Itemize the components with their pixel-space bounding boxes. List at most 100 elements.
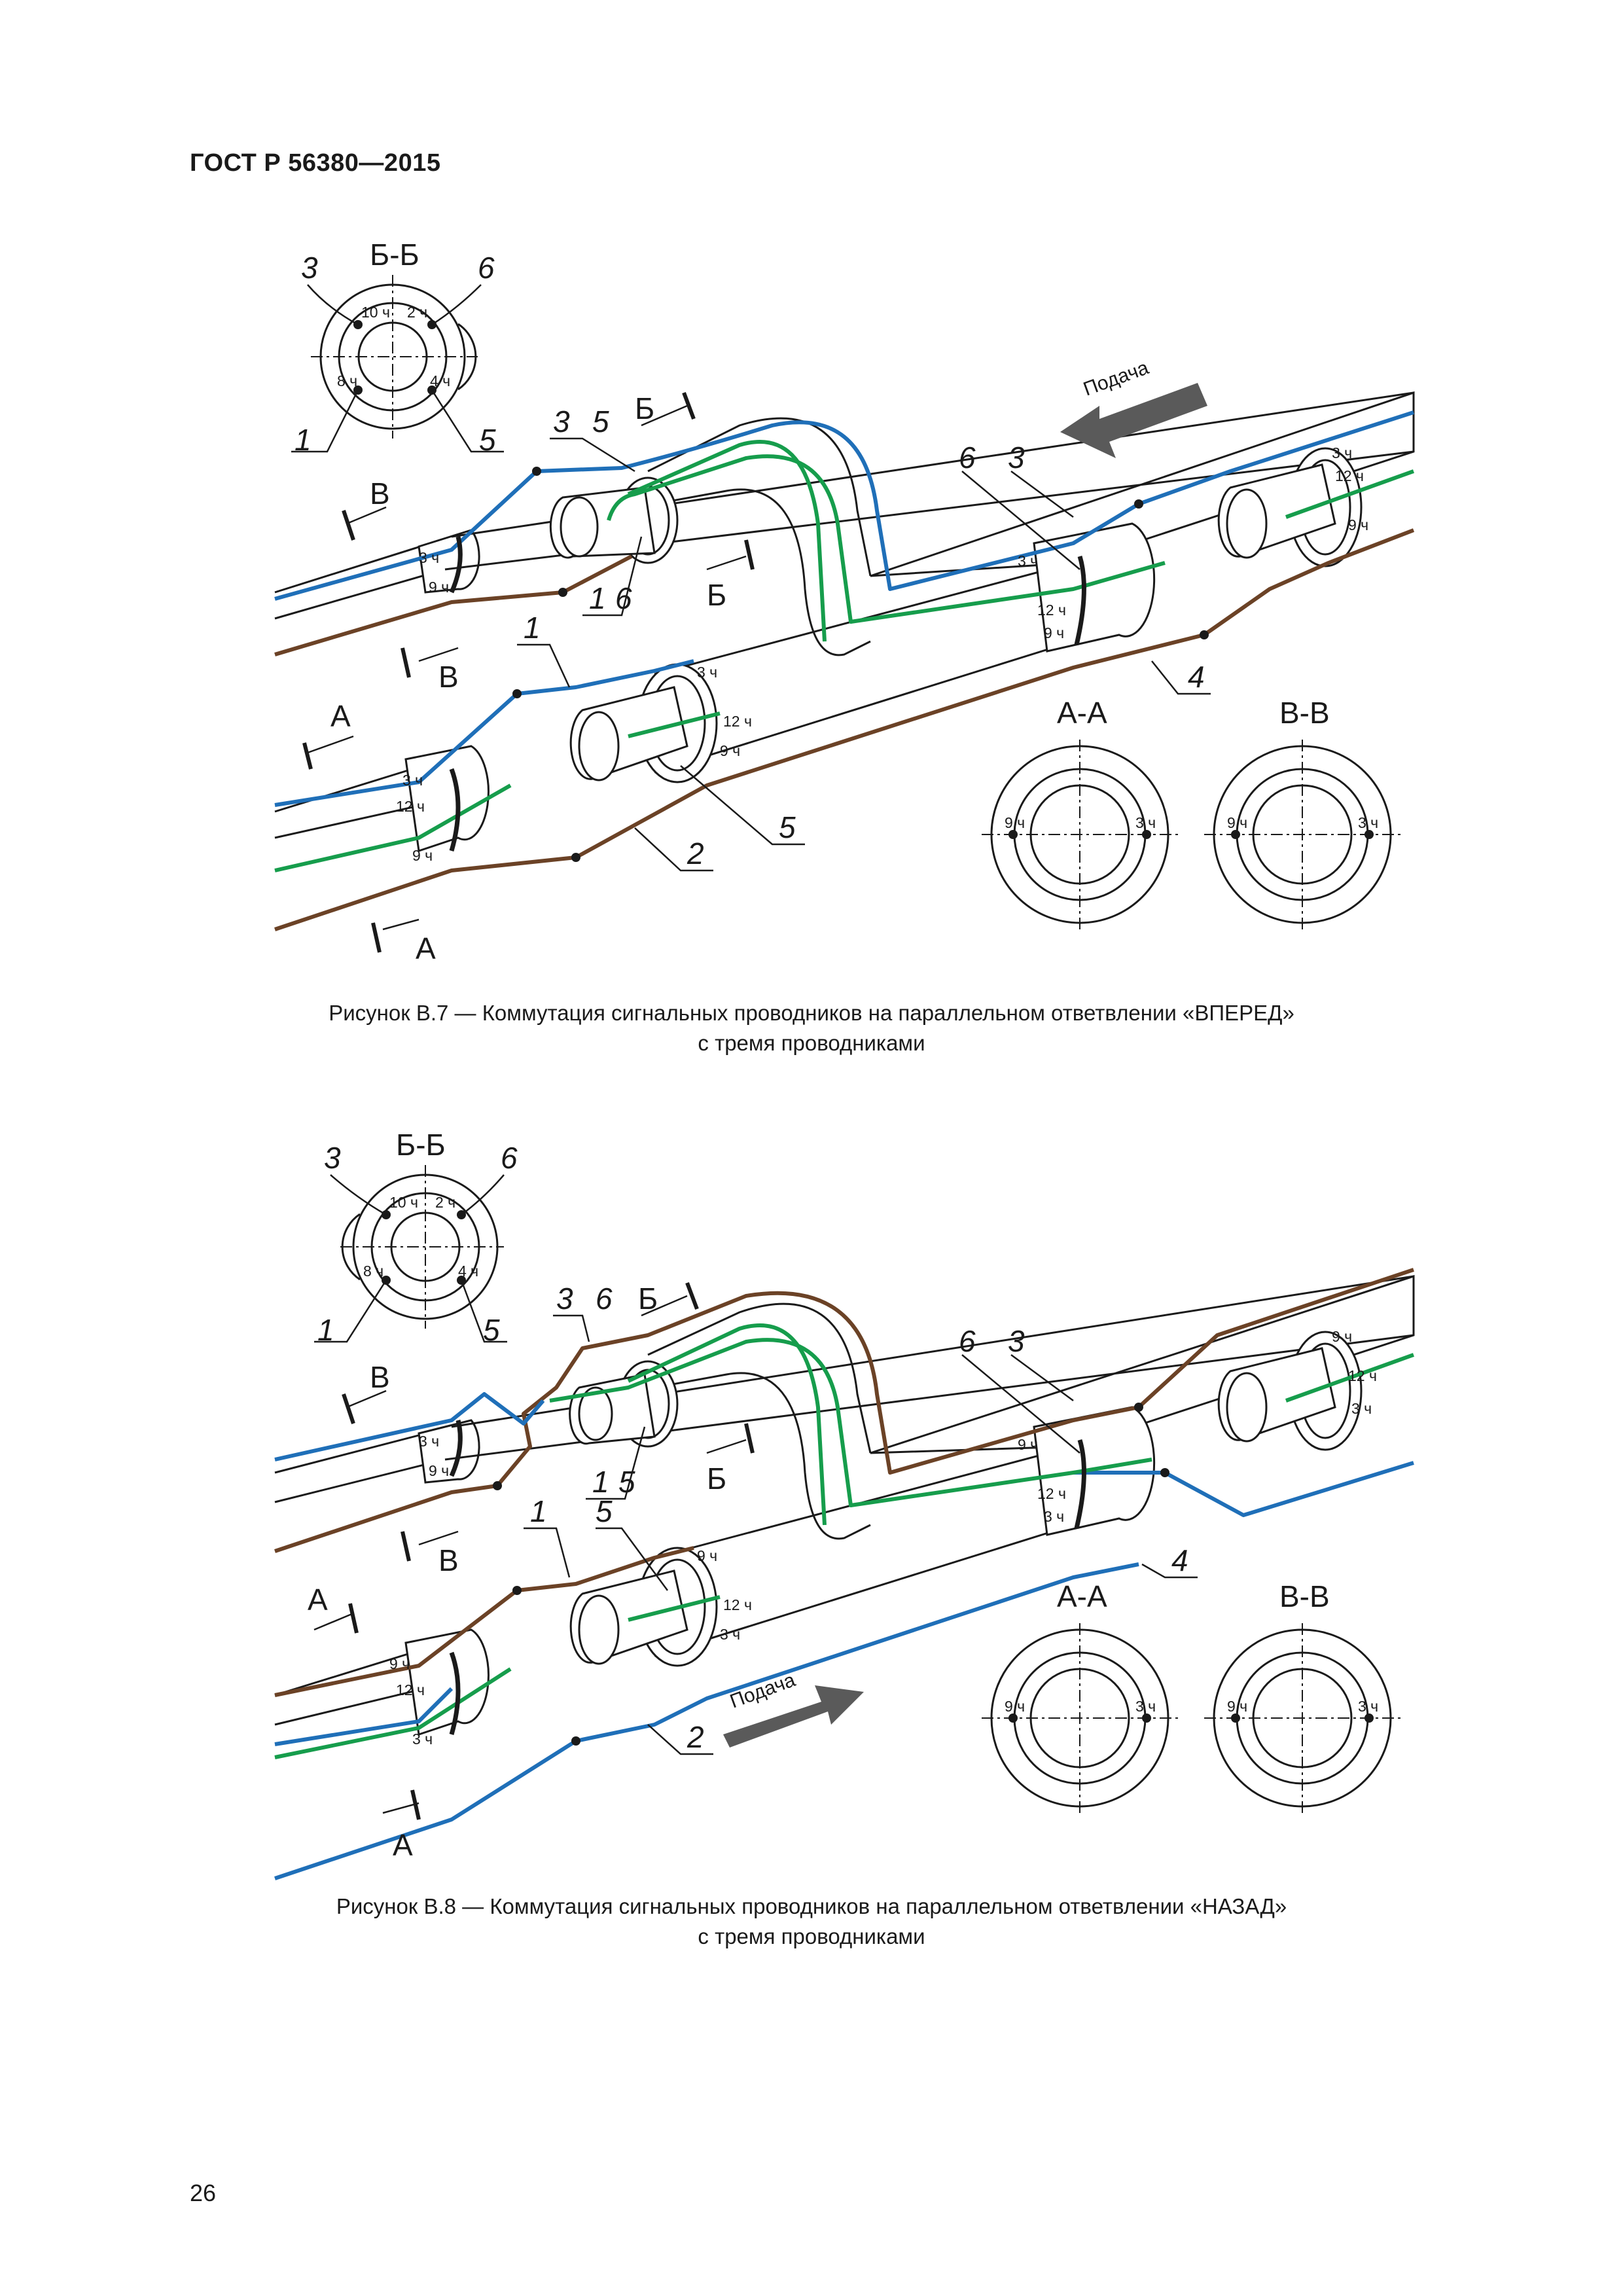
drawing-label: 6 bbox=[959, 440, 976, 475]
drawing-label: Б bbox=[707, 578, 726, 612]
callout-3: 3 bbox=[301, 251, 318, 285]
drawing-label: 12 ч bbox=[1037, 601, 1066, 619]
drawing-label: 9 ч bbox=[1227, 814, 1247, 831]
clock-labels: 3 ч 9 ч 3 ч 12 ч 9 ч 3 ч 12 ч 9 ч 3 ч 12… bbox=[396, 444, 1368, 864]
drawing-label: 3 bbox=[1008, 440, 1025, 475]
section-bb-title: Б-Б bbox=[396, 1128, 446, 1162]
junction-dots bbox=[512, 467, 1209, 862]
drawing-label: 3 bbox=[553, 404, 570, 439]
drawing-label: 3 ч bbox=[412, 1731, 433, 1748]
drawing-callouts: 3 5 1 6 6 3 1 4 5 2 bbox=[517, 404, 1211, 872]
drawing-label: 12 ч bbox=[1037, 1485, 1066, 1502]
callout-6: 6 bbox=[478, 251, 495, 285]
caption-line-1: Рисунок В.7 — Коммутация сигнальных пров… bbox=[329, 1001, 1294, 1025]
drawing-label: 12 ч bbox=[1335, 467, 1364, 484]
drawing-label: В bbox=[438, 660, 459, 694]
drawing-label: 9 ч bbox=[429, 1462, 449, 1479]
drawing-label: 9 ч bbox=[1348, 516, 1368, 533]
section-vv-view: В-В 9 ч 3 ч bbox=[1204, 696, 1400, 929]
drawing-label: 5 bbox=[779, 810, 796, 844]
drawing-label: 3 ч bbox=[1135, 1698, 1156, 1715]
drawing-label: 3 ч bbox=[1332, 444, 1352, 461]
drawing-label: 6 bbox=[501, 1141, 518, 1175]
figure-b7-drawing: 10 ч 2 ч 8 ч 4 ч Б-Б 3 6 1 5 bbox=[274, 238, 1415, 965]
drawing-label: 3 ч bbox=[1358, 1698, 1378, 1715]
branch-loop bbox=[549, 417, 872, 656]
wires bbox=[274, 1268, 1415, 1880]
drawing-label: 3 bbox=[556, 1282, 573, 1316]
drawing-label: 1 bbox=[524, 611, 541, 645]
drawing-label: 3 ч bbox=[1018, 552, 1038, 569]
drawing-label: 4 bbox=[1188, 660, 1205, 694]
drawing-label: В-В bbox=[1279, 1579, 1330, 1613]
clock-10-label: 10 ч bbox=[361, 304, 390, 321]
section-aa-view: А-А 9 ч 3 ч bbox=[982, 696, 1178, 929]
figure-b8-caption: Рисунок В.8 — Коммутация сигнальных пров… bbox=[196, 1892, 1427, 1952]
section-markers: Б Б В В А А bbox=[302, 391, 755, 965]
drawing-label: 9 ч bbox=[1005, 1698, 1025, 1715]
figure-b7: 10 ч 2 ч 8 ч 4 ч Б-Б 3 6 1 5 bbox=[0, 0, 1623, 1080]
caption-line-2: с тремя проводниками bbox=[698, 1031, 925, 1055]
junction-dots bbox=[493, 1403, 1169, 1746]
drawing-label: 10 ч bbox=[389, 1194, 418, 1211]
drawing-label: 12 ч bbox=[1348, 1367, 1377, 1384]
drawing-label: 9 ч bbox=[1018, 1436, 1038, 1453]
drawing-label: А-А bbox=[1057, 1579, 1107, 1613]
drawing-label: 3 ч bbox=[1135, 814, 1156, 831]
drawing-label: 12 ч bbox=[396, 1681, 425, 1698]
caption-line-2: с тремя проводниками bbox=[698, 1924, 925, 1948]
drawing-label: 3 ч bbox=[419, 549, 439, 566]
drawing-label: В-В bbox=[1279, 696, 1330, 730]
section-markers: Б Б В В А А bbox=[308, 1282, 755, 1862]
drawing-label: А bbox=[393, 1828, 413, 1862]
drawing-label: 4 ч bbox=[458, 1263, 478, 1280]
drawing-callouts: 3 6 1 5 6 3 1 5 4 2 bbox=[524, 1282, 1198, 1755]
drawing-label: Б bbox=[638, 1282, 658, 1316]
clock-4-label: 4 ч bbox=[430, 372, 450, 389]
drawing-label: 9 ч bbox=[429, 579, 449, 596]
section-aa-view: А-А 9 ч 3 ч bbox=[982, 1579, 1178, 1813]
page-number: 26 bbox=[190, 2179, 217, 2206]
clock-labels: 3 ч 9 ч 9 ч 12 ч 3 ч 9 ч 12 ч 3 ч 9 ч 12… bbox=[389, 1328, 1377, 1748]
drawing-label: 12 ч bbox=[723, 1596, 752, 1613]
drawing-label: 9 ч bbox=[1227, 1698, 1247, 1715]
branch-loop bbox=[569, 1302, 872, 1540]
drawing-label: А bbox=[416, 931, 436, 965]
drawing-label: 1 bbox=[592, 1465, 609, 1499]
drawing-label: 3 ч bbox=[1351, 1400, 1372, 1417]
caption-line-1: Рисунок В.8 — Коммутация сигнальных пров… bbox=[336, 1894, 1287, 1918]
drawing-label: 5 bbox=[592, 404, 609, 439]
drawing-label: 9 ч bbox=[720, 742, 740, 759]
drawing-label: 6 bbox=[596, 1282, 613, 1316]
document-header: ГОСТ Р 56380—2015 bbox=[190, 149, 441, 177]
drawing-label: 1 bbox=[530, 1494, 547, 1528]
drawing-label: 3 bbox=[324, 1141, 341, 1175]
drawing-label: 6 bbox=[959, 1324, 976, 1358]
drawing-label: 4 bbox=[1171, 1543, 1188, 1577]
flow-arrow: Подача bbox=[723, 1669, 864, 1748]
drawing-label: 9 ч bbox=[697, 1547, 717, 1564]
drawing-label: В bbox=[438, 1543, 459, 1577]
section-bb-view: 10 ч 2 ч 8 ч 4 ч Б-Б 3 6 1 5 bbox=[314, 1128, 518, 1347]
right-pipe bbox=[1033, 1331, 1363, 1536]
flow-label: Подача bbox=[727, 1669, 798, 1712]
drawing-label: 2 ч bbox=[435, 1194, 455, 1211]
clock-8-label: 8 ч bbox=[337, 372, 357, 389]
drawing-label: А-А bbox=[1057, 696, 1107, 730]
drawing-label: 5 bbox=[596, 1494, 613, 1528]
drawing-label: 12 ч bbox=[396, 798, 425, 815]
drawing-label: 12 ч bbox=[723, 713, 752, 730]
wires bbox=[274, 410, 1415, 931]
drawing-label: В bbox=[370, 1360, 390, 1394]
figure-b8: 10 ч 2 ч 8 ч 4 ч Б-Б 3 6 1 5 bbox=[0, 1080, 1623, 2029]
drawing-label: 3 ч bbox=[402, 772, 423, 789]
drawing-label: 2 bbox=[687, 1720, 704, 1754]
drawing-label: 1 bbox=[589, 581, 606, 615]
drawing-label: В bbox=[370, 476, 390, 511]
drawing-label: А bbox=[308, 1583, 328, 1617]
drawing-label: 9 ч bbox=[412, 847, 433, 864]
section-bb-view: 10 ч 2 ч 8 ч 4 ч Б-Б 3 6 1 5 bbox=[291, 238, 504, 457]
figure-b7-caption: Рисунок В.7 — Коммутация сигнальных пров… bbox=[196, 998, 1427, 1058]
drawing-label: 3 ч bbox=[1358, 814, 1378, 831]
drawing-label: 8 ч bbox=[363, 1263, 383, 1280]
